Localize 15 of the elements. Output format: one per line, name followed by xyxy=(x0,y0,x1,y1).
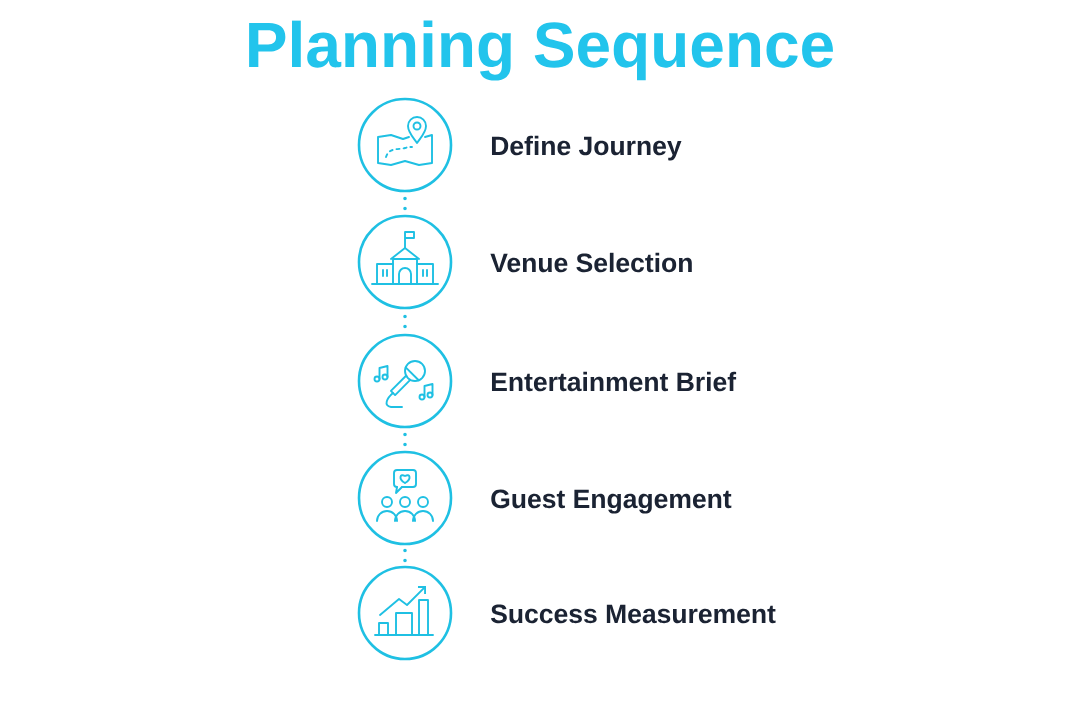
step-label: Venue Selection xyxy=(490,252,692,273)
step-label: Define Journey xyxy=(492,135,682,161)
step-label: Success Measurement xyxy=(490,604,776,624)
dotted-connector xyxy=(403,432,407,447)
dotted-connector xyxy=(403,314,407,329)
step-circle xyxy=(357,214,453,310)
step-label: Entertainment Brief xyxy=(492,371,737,392)
step-circle xyxy=(357,450,453,546)
dotted-connector xyxy=(403,196,407,211)
dotted-connector xyxy=(403,548,407,563)
step-label: Guest Engagement xyxy=(491,489,732,514)
step-circle xyxy=(357,565,453,661)
step-circle xyxy=(357,333,453,429)
step-circle xyxy=(357,97,453,193)
title: Planning Sequence xyxy=(249,20,833,81)
